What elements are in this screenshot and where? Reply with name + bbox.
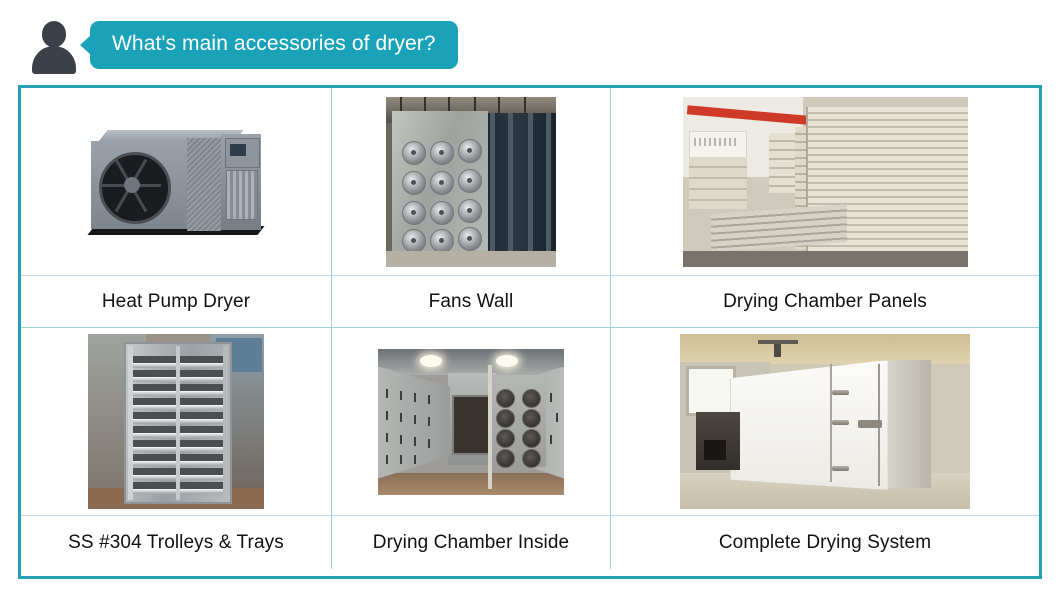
fans-wall-photo [338, 94, 604, 269]
bubble-tail [80, 34, 91, 55]
ss-trolleys-trays-photo [27, 334, 325, 509]
cell-heat-pump-dryer-image [21, 88, 332, 275]
caption-text: Drying Chamber Panels [723, 290, 927, 312]
avatar-head [42, 21, 66, 47]
caption-text: SS #304 Trolleys & Trays [68, 531, 284, 553]
heat-pump-dryer-photo [27, 94, 325, 269]
question-bubble-wrapper: What's main accessories of dryer? [80, 20, 458, 70]
caption-heat-pump-dryer: Heat Pump Dryer [21, 275, 332, 328]
caption-ss-trolleys-trays: SS #304 Trolleys & Trays [21, 515, 332, 569]
drying-chamber-inside-photo [338, 334, 604, 509]
cell-ss-trolleys-trays-image [21, 328, 332, 515]
panels-illustration [682, 96, 968, 267]
question-text: What's main accessories of dryer? [90, 20, 458, 70]
drying-chamber-panels-photo [617, 94, 1033, 269]
heat-pump-dryer-illustration [86, 114, 266, 249]
accessories-grid: Heat Pump Dryer Fans Wall Drying Chamber… [18, 85, 1042, 579]
caption-text: Drying Chamber Inside [372, 531, 570, 553]
trolley-illustration [88, 334, 264, 509]
cell-fans-wall-image [332, 88, 611, 275]
complete-drying-system-photo [617, 334, 1033, 509]
complete-system-illustration [680, 334, 970, 509]
caption-fans-wall: Fans Wall [332, 275, 611, 328]
caption-text: Heat Pump Dryer [101, 290, 251, 312]
caption-drying-chamber-panels: Drying Chamber Panels [611, 275, 1039, 328]
fans-wall-illustration [386, 96, 556, 267]
cell-drying-chamber-panels-image [611, 88, 1039, 275]
caption-drying-chamber-inside: Drying Chamber Inside [332, 515, 611, 569]
caption-text: Fans Wall [428, 290, 514, 312]
caption-complete-drying-system: Complete Drying System [611, 515, 1039, 569]
chamber-inside-illustration [378, 348, 564, 495]
avatar-body [32, 46, 76, 74]
caption-text: Complete Drying System [718, 531, 932, 553]
cell-drying-chamber-inside-image [332, 328, 611, 515]
user-avatar-icon [30, 16, 78, 74]
question-header: What's main accessories of dryer? [30, 14, 458, 76]
cell-complete-drying-system-image [611, 328, 1039, 515]
